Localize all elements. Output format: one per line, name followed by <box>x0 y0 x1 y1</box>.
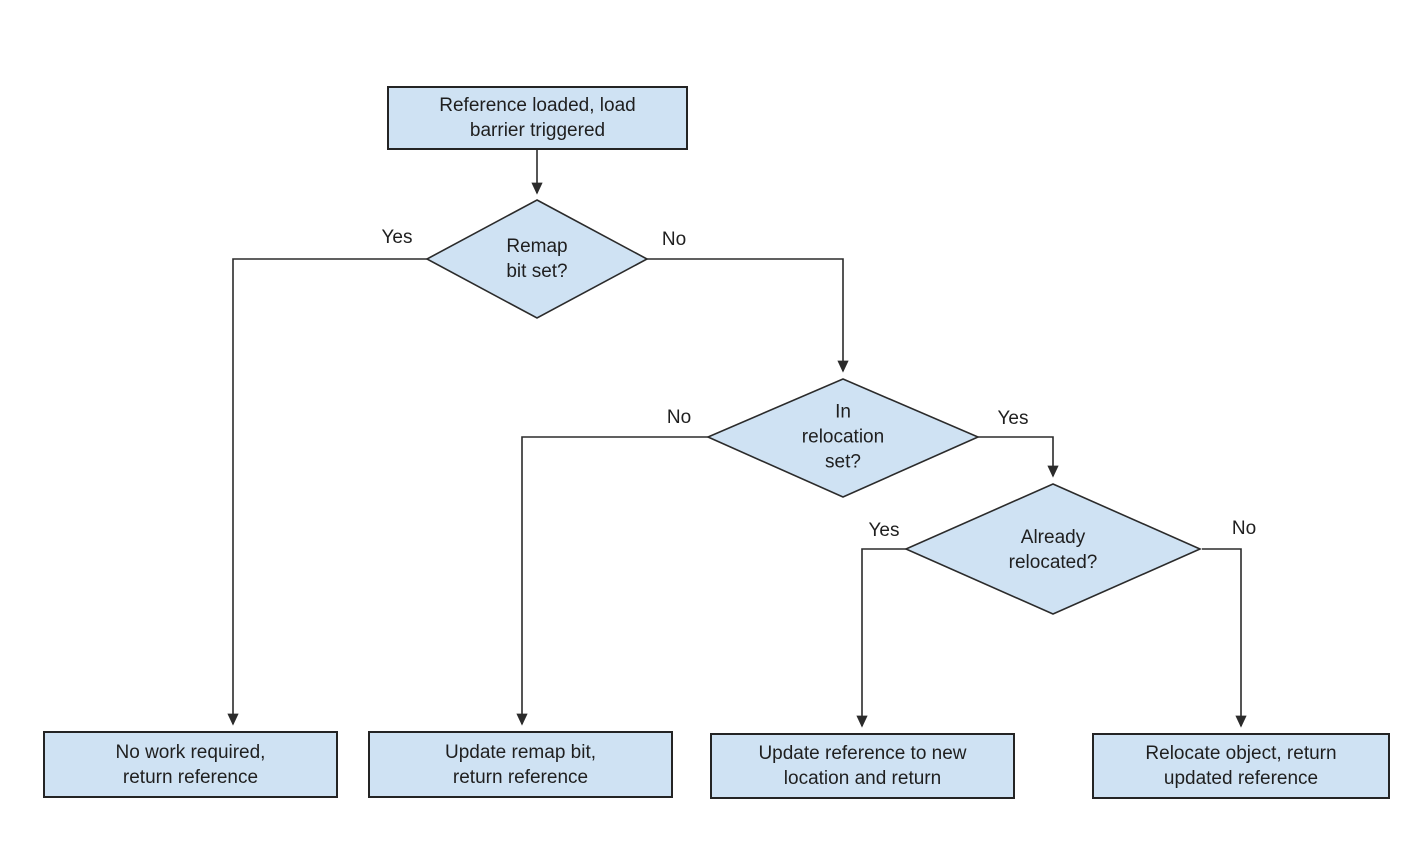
terminal-relocate-object-node: Relocate object, return updated referenc… <box>1092 733 1390 799</box>
terminal-update-remap-label: Update remap bit, return reference <box>444 741 597 788</box>
terminal-update-reference-label: Update reference to new location and ret… <box>758 743 967 789</box>
terminal-update-remap-node: Update remap bit, return reference <box>368 731 673 798</box>
terminal-no-work-label: No work required, return reference <box>115 741 266 788</box>
edge-label-relocated-no: No <box>1231 518 1257 539</box>
connector-relocated-yes-to-update-reference <box>856 548 909 728</box>
edge-label-relocation-no: No <box>666 407 692 428</box>
edge-label-remap-yes: Yes <box>381 227 413 248</box>
connector-remap-yes-to-no-work <box>227 258 427 726</box>
connector-relocation-no-to-update-remap <box>516 436 708 726</box>
edge-label-relocation-yes: Yes <box>997 408 1029 429</box>
terminal-no-work-node: No work required, return reference <box>43 731 338 798</box>
terminal-update-reference-node: Update reference to new location and ret… <box>710 733 1015 799</box>
connector-relocated-no-to-relocate-object <box>1202 548 1247 728</box>
edge-label-relocated-yes: Yes <box>868 520 900 541</box>
decision-in-relocation-set-shape <box>706 378 980 498</box>
start-node: Reference loaded, load barrier triggered <box>387 86 688 150</box>
decision-already-relocated-shape <box>904 483 1202 615</box>
decision-remap-bit-shape <box>425 199 649 319</box>
connector-relocation-yes-to-already-relocated <box>978 436 1059 478</box>
terminal-relocate-object-label: Relocate object, return updated referenc… <box>1145 743 1337 789</box>
start-node-label: Reference loaded, load barrier triggered <box>439 95 636 141</box>
edge-label-remap-no: No <box>661 229 687 250</box>
connector-remap-no-to-relocation-set <box>647 258 849 373</box>
